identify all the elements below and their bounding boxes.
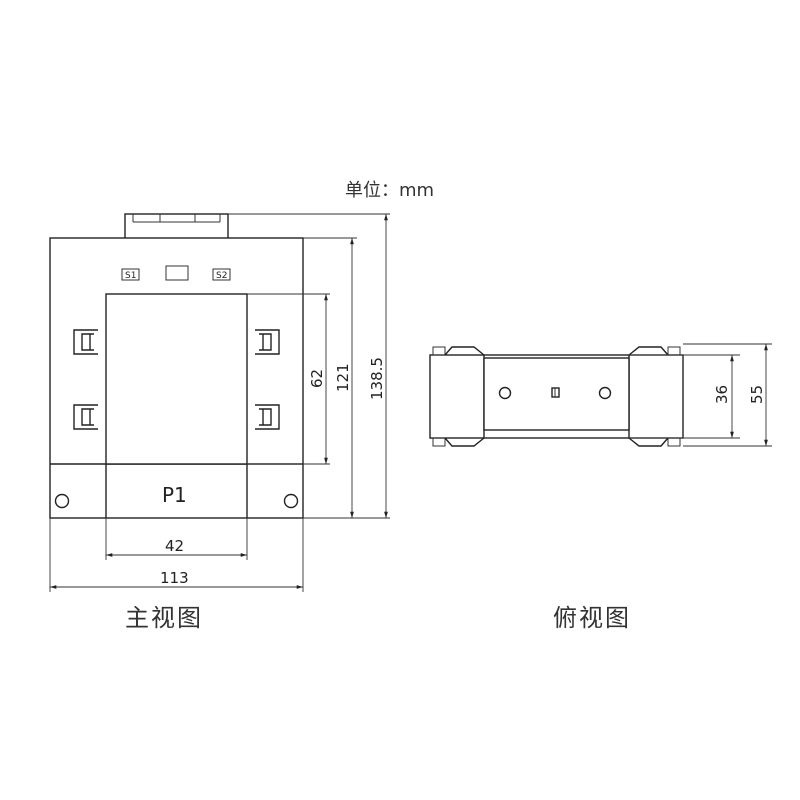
clip-right-bottom xyxy=(255,404,280,430)
top-view-caption: 俯视图 xyxy=(553,604,631,632)
dim-width-total: 113 xyxy=(160,569,189,587)
terminal-center xyxy=(165,265,189,281)
dim-height-window: 62 xyxy=(308,369,326,388)
terminal-s1 xyxy=(121,268,140,281)
top-inner-panel xyxy=(483,357,630,431)
mount-hole-right xyxy=(283,493,299,509)
top-tab xyxy=(124,213,229,240)
dim-height-total: 138.5 xyxy=(368,357,386,400)
mount-hole-left xyxy=(54,493,70,509)
terminal-s2-label: S2 xyxy=(216,271,227,281)
dim-inner: 36 xyxy=(713,385,731,404)
dim-outer: 55 xyxy=(748,385,766,404)
clip-left-bottom xyxy=(73,404,98,430)
window-outline xyxy=(105,293,248,465)
front-view-caption: 主视图 xyxy=(125,604,203,632)
top-hole-right xyxy=(598,386,612,400)
dim-height-body: 121 xyxy=(334,363,352,392)
unit-label: 单位：mm xyxy=(345,180,434,201)
clip-left-top xyxy=(73,329,98,355)
front-view: S1 S2 P1 xyxy=(49,213,390,632)
top-view: 36 55 俯视图 xyxy=(429,343,772,632)
primary-label: P1 xyxy=(162,483,187,507)
terminal-s1-label: S1 xyxy=(125,271,136,281)
top-hole-left xyxy=(498,386,512,400)
dim-width-window: 42 xyxy=(165,537,184,555)
clip-right-top xyxy=(255,329,280,355)
terminal-s2 xyxy=(212,268,231,281)
